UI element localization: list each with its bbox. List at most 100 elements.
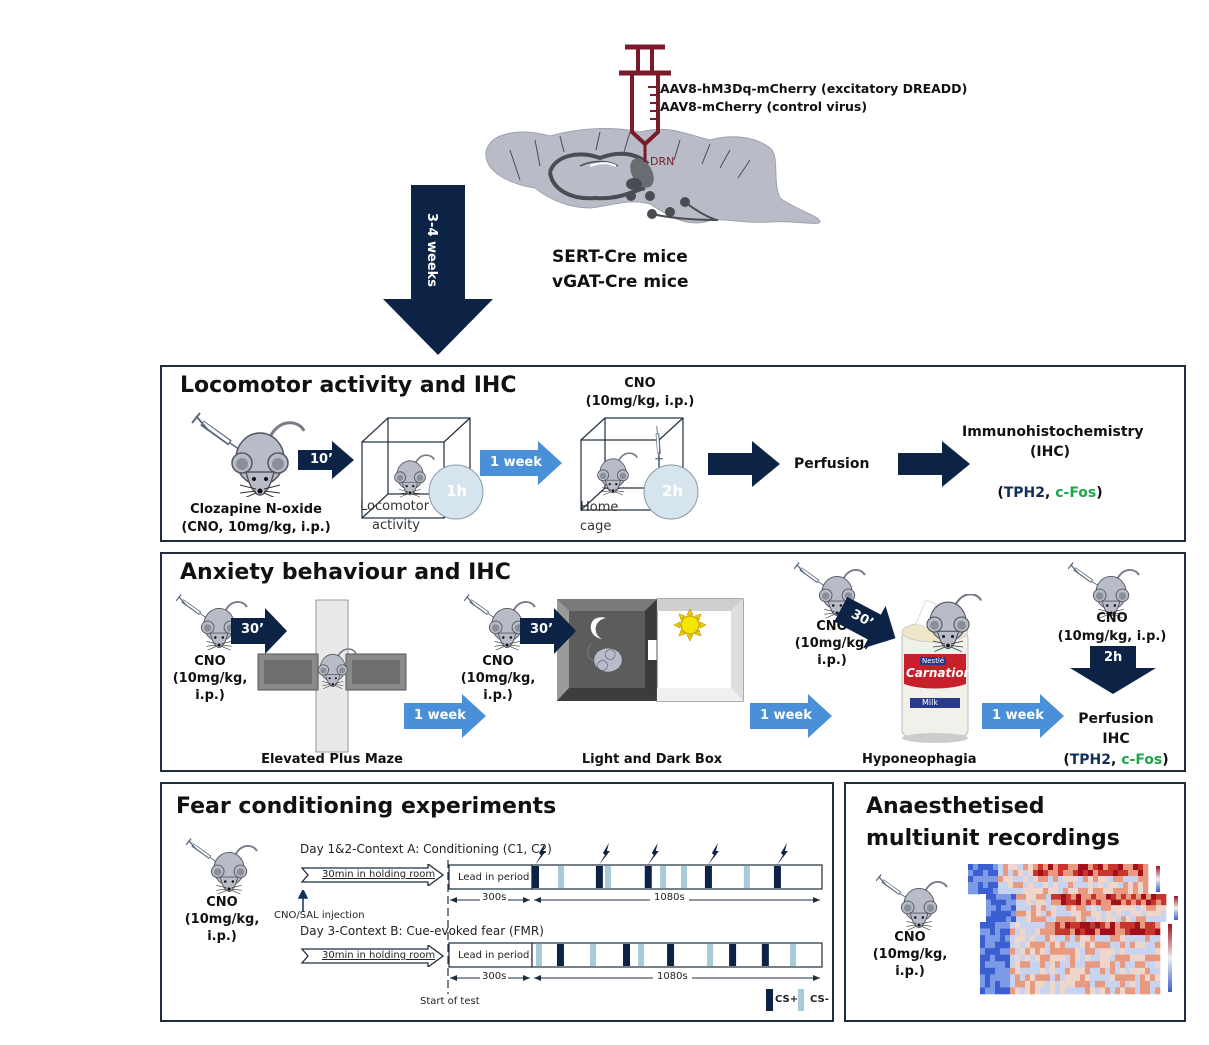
heatmap-cell [1125, 961, 1131, 969]
heatmap-cell [1040, 954, 1046, 962]
cs-minus-bar [743, 866, 750, 888]
heatmap-cell [1016, 910, 1022, 917]
elevated-plus-maze-icon [257, 599, 407, 753]
heatmap-cell [1010, 987, 1016, 995]
heatmap-cell [1018, 876, 1024, 883]
heatmap-cell [1043, 870, 1049, 877]
heatmap-cell [1058, 888, 1064, 895]
heatmap-cell [1041, 894, 1047, 900]
heatmap-cell [1108, 864, 1114, 871]
heatmap-cell [1115, 967, 1121, 975]
heatmap-cell [990, 987, 996, 995]
heatmap-cell [1141, 899, 1147, 906]
heatmap-cell [983, 876, 989, 883]
heatmap-cell [1090, 935, 1096, 942]
cs-plus-bar [773, 866, 781, 888]
heatmap-cell [1110, 954, 1116, 962]
heatmap-cell [1105, 941, 1111, 949]
heatmap-cell [1100, 928, 1106, 936]
heatmap-cell [1090, 954, 1096, 962]
timer-1h: 1h [446, 482, 468, 500]
arrow-30min-ldb: 30’ [520, 608, 576, 654]
cno-label: CNO [624, 376, 656, 391]
heatmap-cell [1151, 894, 1157, 900]
heatmap-cell [1080, 974, 1086, 982]
heatmap-cell [990, 928, 996, 936]
cno-label: CNO [194, 654, 226, 669]
heatmap-cell [1065, 980, 1071, 988]
heatmap-cell [1085, 980, 1091, 988]
arrow-1-week-label: 1 week [414, 708, 466, 723]
heatmap-cell [1011, 916, 1017, 923]
heatmap-cell [1145, 935, 1151, 942]
heatmap-cell [1140, 967, 1146, 975]
marker-cfos: c-Fos [1055, 485, 1097, 501]
multiunit-heatmaps [962, 864, 1178, 995]
heatmap-cell [1146, 910, 1152, 917]
heatmap-cell [1055, 941, 1061, 949]
home-cage-label-2: cage [580, 519, 612, 534]
heatmap-cell [1115, 948, 1121, 956]
heatmap-cell [1008, 864, 1014, 871]
heatmap-cell [1061, 905, 1067, 912]
heatmap-cell [1013, 870, 1019, 877]
heatmap-cell [1043, 876, 1049, 883]
heatmap-cell [980, 980, 986, 988]
can-brand: Carnation [906, 666, 973, 680]
heatmap-cell [1095, 974, 1101, 982]
panel-recordings: Anaesthetised multiunit recordings CNO (… [844, 782, 1186, 1022]
heatmap-cell [1103, 888, 1109, 895]
heatmap-cell [1105, 935, 1111, 942]
heatmap-cell [1101, 916, 1107, 923]
heatmap-cell [1098, 870, 1104, 877]
heatmap-cell [1098, 864, 1104, 871]
heatmap-cell [1045, 974, 1051, 982]
heatmap-cell [978, 888, 984, 895]
separator: , [1111, 752, 1122, 768]
heatmap-cell [1055, 928, 1061, 936]
heatmap-cell [991, 910, 997, 917]
arena-label-2: activity [372, 518, 420, 533]
marker-tph2: TPH2 [1003, 485, 1045, 501]
heatmap-cell [1145, 967, 1151, 975]
cs-minus-bar [790, 944, 797, 966]
heatmap-cell [1131, 910, 1137, 917]
heatmap-cell [1086, 905, 1092, 912]
heatmap-cell [1025, 941, 1031, 949]
heatmap-cell [1126, 899, 1132, 906]
heatmap-cell [986, 899, 992, 906]
heatmap-cell [1145, 961, 1151, 969]
heatmap-cell [1048, 870, 1054, 877]
heatmap-cell [1095, 954, 1101, 962]
heatmap-cell [1070, 980, 1076, 988]
heatmap-cell [1101, 899, 1107, 906]
heatmap-cell [1143, 888, 1149, 895]
holding-arrow-2 [300, 945, 445, 967]
heatmap-cell [1061, 916, 1067, 923]
heatmap-cell [1058, 864, 1064, 871]
heatmap-cell [1015, 935, 1021, 942]
heatmap-cell [1056, 894, 1062, 900]
heatmap-cell [1000, 922, 1006, 929]
heatmap-cell [1128, 864, 1134, 871]
heatmap-cell [1080, 935, 1086, 942]
heatmap-cell [1155, 922, 1161, 929]
heatmap-cell [1118, 876, 1124, 883]
heatmap-cell [1135, 954, 1141, 962]
heatmap-cell [1106, 905, 1112, 912]
heatmap-cell [1035, 922, 1041, 929]
heatmap-cell [1155, 954, 1161, 962]
heatmap-cell [968, 870, 974, 877]
heatmap-cell [1083, 888, 1089, 895]
heatmap-cell [1008, 870, 1014, 877]
start-test-line [447, 860, 449, 994]
heatmap-cell [1076, 905, 1082, 912]
heatmap-cell [1000, 948, 1006, 956]
heatmap-cell [1070, 941, 1076, 949]
heatmap-cell [1115, 987, 1121, 995]
heatmap-cell [1073, 870, 1079, 877]
heatmap-cell [1106, 899, 1112, 906]
heatmap-cell [1105, 967, 1111, 975]
heatmap-cell [1040, 928, 1046, 936]
heatmap-cell [1110, 928, 1116, 936]
